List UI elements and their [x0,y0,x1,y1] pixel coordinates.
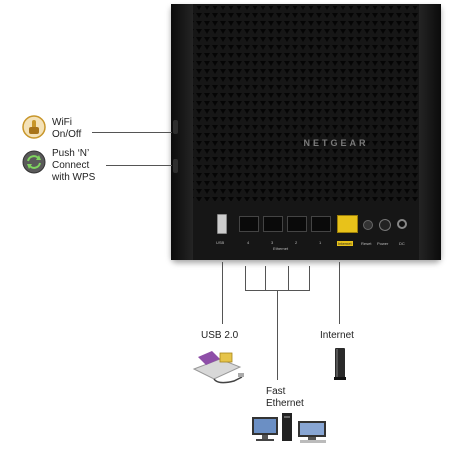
usb-printer-icon [190,347,246,392]
wifi-side-button[interactable] [173,120,178,134]
usb-port[interactable] [217,214,227,234]
ethernet-callout-label: Fast Ethernet [266,386,304,410]
lan-port-2[interactable] [287,216,307,232]
dc-label: DC [399,241,405,246]
ethernet-label: Ethernet [273,246,289,251]
lan-number-1: 1 [319,240,322,245]
hand-press-icon [22,115,46,144]
power-button[interactable] [379,219,391,231]
modem-icon [332,347,348,386]
lan-port-4[interactable] [239,216,259,232]
internet-callout-label: Internet [320,330,354,341]
ethernet-label-line2: Ethernet [266,398,304,409]
ethernet-bracket-3 [288,266,289,290]
wifi-leader-line [92,132,172,133]
ethernet-bracket-left [245,266,246,290]
reset-button[interactable] [363,220,373,230]
dc-power-jack[interactable] [397,219,407,229]
wps-leader-line [106,165,172,166]
lan-number-3: 3 [271,240,274,245]
wps-side-button[interactable] [173,159,178,173]
wps-arrows-icon [22,150,46,179]
router-right-bevel [419,4,441,260]
rear-port-panel: USB 4 3 2 1 Ethernet Internet Reset Powe… [209,208,409,254]
lan-port-1[interactable] [311,216,331,232]
ethernet-bracket-2 [265,266,266,290]
usb-callout-label: USB 2.0 [201,330,239,341]
wps-label-line1: Push ‘N’ [52,148,90,159]
computers-icon [250,411,334,452]
wifi-callout-label: WiFi On/Off [52,117,81,141]
ethernet-bracket-right [309,266,310,290]
lan-number-4: 4 [247,240,250,245]
brand-logo: NETGEAR [303,138,369,148]
wps-label-line2: Connect [52,160,90,171]
power-label: Power [377,241,389,246]
wifi-label-line1: WiFi [52,117,72,128]
internet-port[interactable] [337,215,358,233]
lan-port-3[interactable] [263,216,283,232]
usb-leader-line [222,262,223,324]
ethernet-leader-line [277,290,278,380]
router-rear-view: NETGEAR USB 4 3 2 1 Ethernet Internet Re… [171,4,441,260]
wps-label-line3: with WPS [52,172,96,183]
internet-leader-line [339,262,340,324]
vent-pattern [193,6,419,201]
wifi-label-line2: On/Off [52,129,82,140]
ethernet-label-line1: Fast [266,386,286,397]
usb-port-label: USB [216,240,225,245]
wps-callout-label: Push ‘N’ Connect with WPS [52,148,95,184]
internet-port-label: Internet [337,241,353,246]
router-left-bevel [171,4,193,260]
lan-number-2: 2 [295,240,298,245]
reset-label: Reset [361,241,372,246]
